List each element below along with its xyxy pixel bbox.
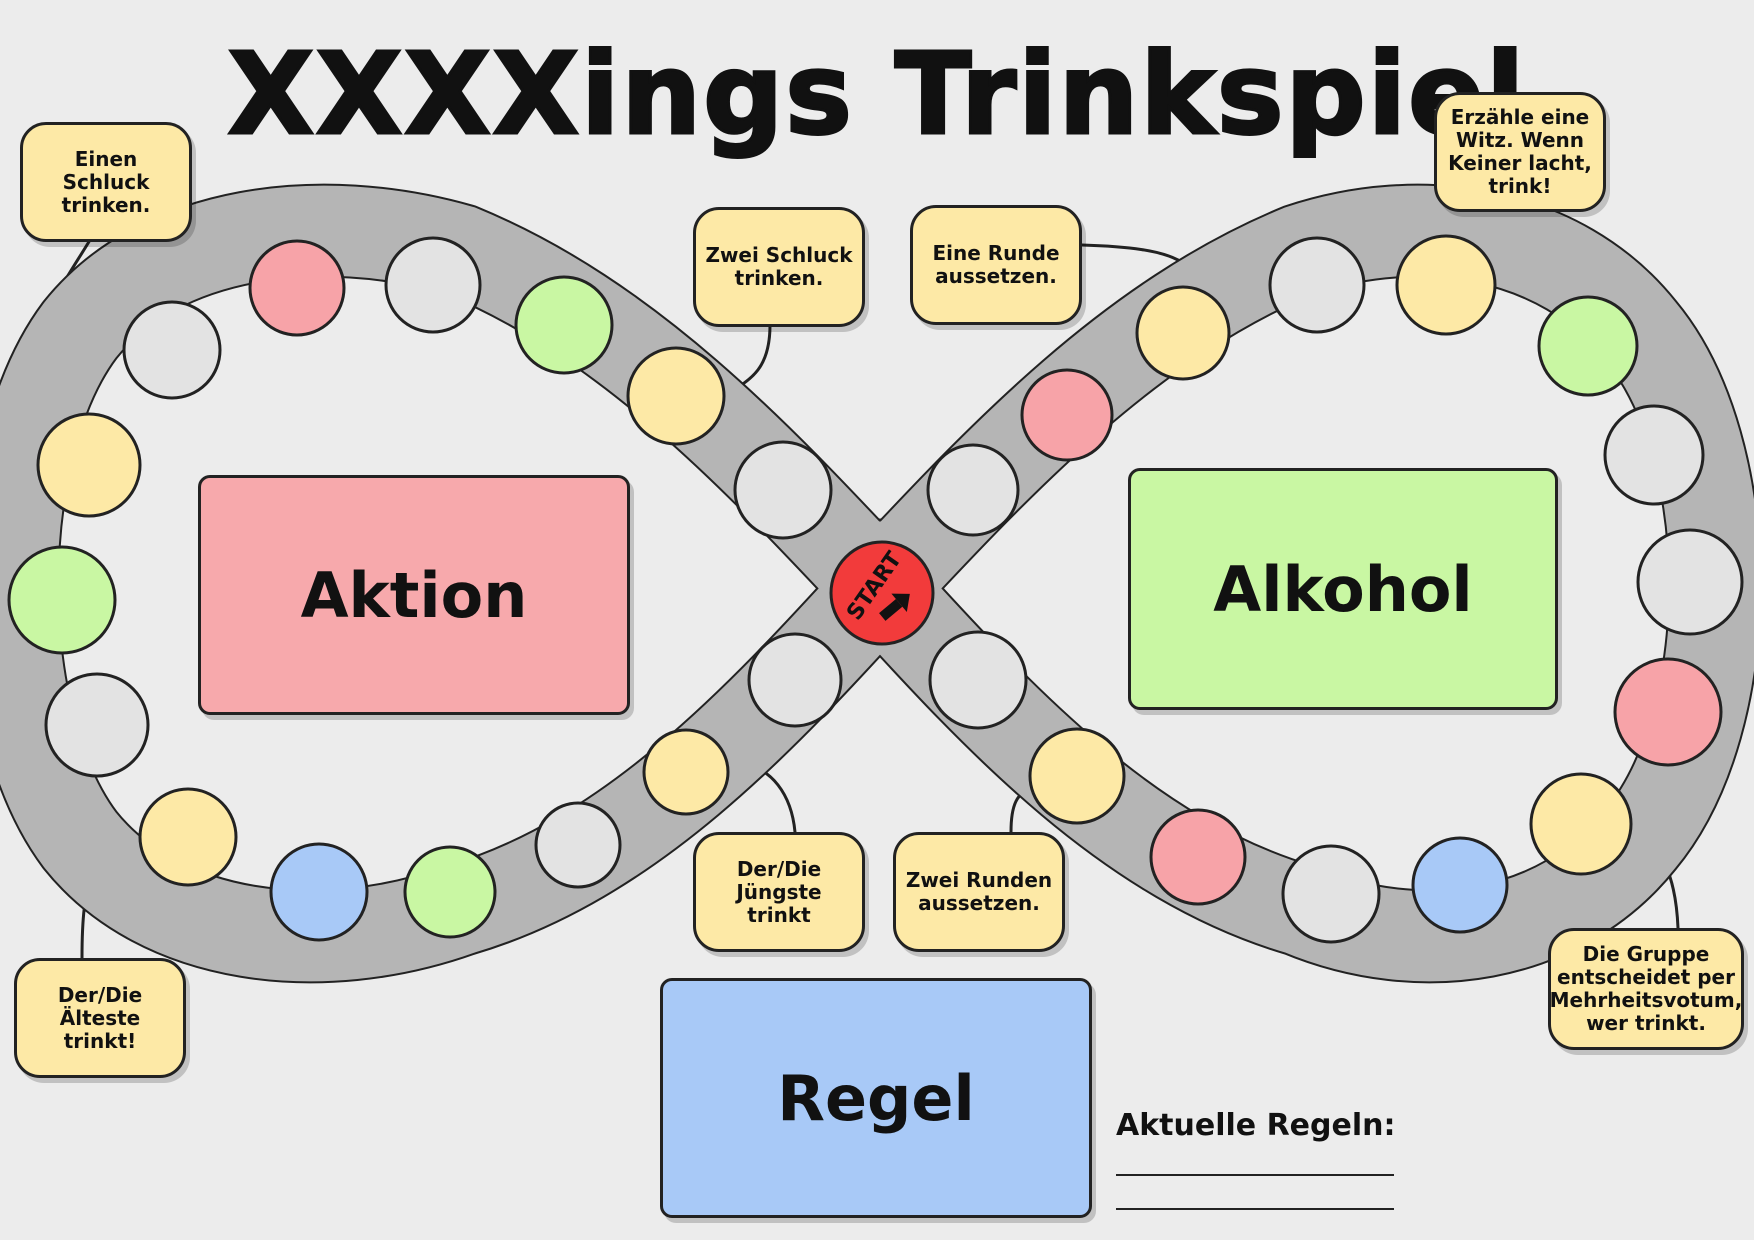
category-aktion: Aktion (198, 475, 630, 715)
space-gray (1636, 528, 1744, 636)
note-juengste: Der/Die Jüngste trinkt (693, 832, 865, 952)
space-gray (733, 440, 833, 540)
start-space: START (829, 540, 935, 646)
page-title: XXXXings Trinkspiel (226, 29, 1527, 162)
space-blue (1411, 836, 1509, 934)
space-gray (122, 300, 222, 400)
note-witz: Erzähle eine Witz. Wenn Keiner lacht, tr… (1434, 92, 1606, 212)
space-yellow (1135, 285, 1231, 381)
note-zwei-schluck: Zwei Schluck trinken. (693, 207, 865, 327)
category-alkohol: Alkohol (1128, 468, 1558, 710)
space-yellow (1028, 727, 1126, 825)
space-gray (926, 443, 1020, 537)
note-eine-runde: Eine Runde aussetzen. (910, 205, 1082, 325)
note-gruppe: Die Gruppe entscheidet per Mehrheitsvotu… (1548, 928, 1744, 1050)
space-red (248, 239, 346, 337)
rules-label: Aktuelle Regeln: (1116, 1108, 1396, 1143)
category-regel: Regel (660, 978, 1092, 1218)
space-gray (1603, 404, 1705, 506)
space-yellow (1529, 772, 1633, 876)
space-gray (1268, 236, 1366, 334)
space-red (1613, 657, 1723, 767)
note-zwei-runden: Zwei Runden aussetzen. (893, 832, 1065, 952)
space-red (1149, 808, 1247, 906)
rule-line[interactable] (1116, 1174, 1394, 1176)
space-yellow (626, 346, 726, 446)
space-green (514, 275, 614, 375)
space-yellow (1395, 234, 1497, 336)
note-aelteste: Der/Die Älteste trinkt! (14, 958, 186, 1078)
space-yellow (642, 728, 730, 816)
space-green (403, 845, 497, 939)
space-gray (384, 236, 482, 334)
space-gray (534, 801, 622, 889)
note-einen-schluck: Einen Schluck trinken. (20, 122, 192, 242)
space-gray (44, 672, 150, 778)
rule-line[interactable] (1116, 1208, 1394, 1210)
space-yellow (138, 787, 238, 887)
space-gray (747, 632, 843, 728)
space-blue (269, 842, 369, 942)
space-gray (928, 630, 1028, 730)
space-yellow (36, 412, 142, 518)
space-gray (1281, 844, 1381, 944)
space-green (7, 545, 117, 655)
arrow-icon (879, 593, 910, 621)
space-green (1537, 295, 1639, 397)
space-red (1020, 368, 1114, 462)
